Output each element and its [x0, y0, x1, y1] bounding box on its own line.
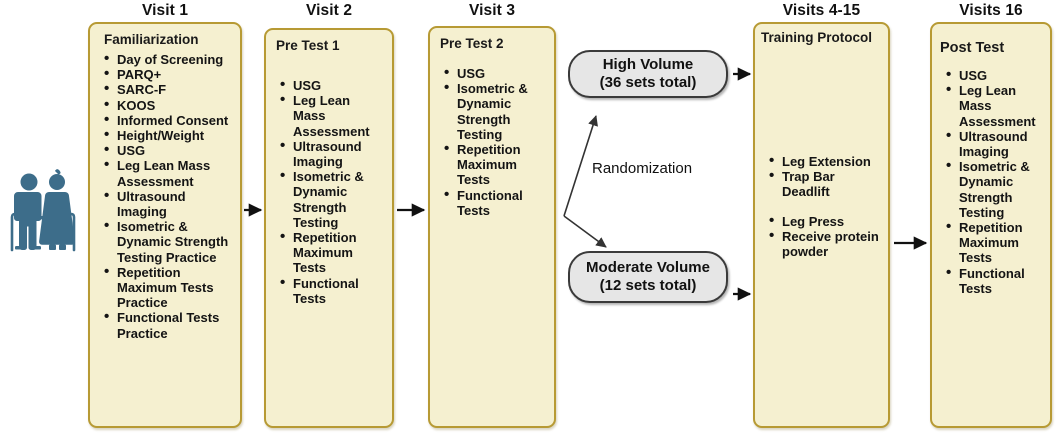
list-item: Functional Tests	[444, 187, 548, 218]
column-header-visit-2: Visit 2	[305, 2, 353, 19]
list-item: Isometric & Dynamic Strength Testing	[946, 158, 1044, 220]
column-header-visit-1: Visit 1	[141, 2, 189, 19]
moderate-volume-line1: Moderate Volume	[586, 258, 710, 276]
list-item: Functional Tests Practice	[104, 309, 234, 340]
card-list-visits-4-15: Leg Extension Trap Bar Deadlift Leg Pres…	[755, 153, 888, 259]
card-list-visit-1: Day of Screening PARQ+ SARC-F KOOS Infor…	[90, 51, 240, 341]
card-title-visit-3: Pre Test 2	[440, 36, 504, 51]
list-item: Ultrasound Imaging	[280, 138, 386, 169]
list-item: Height/Weight	[104, 127, 234, 143]
list-item: Isometric & Dynamic Strength Testing	[280, 168, 386, 230]
list-item: Informed Consent	[104, 112, 234, 128]
high-volume-line1: High Volume	[602, 55, 694, 73]
moderate-volume-line2: (12 sets total)	[599, 277, 697, 294]
list-item: Leg Extension	[769, 153, 882, 169]
randomization-label: Randomization	[592, 160, 693, 177]
column-header-visits-4-15: Visits 4-15	[782, 2, 861, 19]
column-header-visit-3: Visit 3	[468, 2, 516, 19]
list-item: Receive protein powder	[769, 228, 882, 259]
list-item: USG	[280, 77, 386, 93]
list-item: Trap Bar Deadlift	[769, 168, 882, 199]
card-list-visit-3: USG Isometric & Dynamic Strength Testing…	[430, 65, 554, 218]
list-item: SARC-F	[104, 81, 234, 97]
list-item: Leg Press	[769, 213, 882, 229]
list-item: Day of Screening	[104, 51, 234, 67]
list-item: Isometric & Dynamic Strength Testing Pra…	[104, 218, 234, 265]
list-item: Repetition Maximum Tests Practice	[104, 264, 234, 311]
card-visit-3[interactable]: Pre Test 2 USG Isometric & Dynamic Stren…	[428, 26, 556, 428]
card-list-visits-16: USG Leg Lean Mass Assessment Ultrasound …	[932, 67, 1050, 296]
elderly-couple-icon	[8, 168, 78, 258]
list-item: Functional Tests	[946, 265, 1044, 296]
card-title-visit-2: Pre Test 1	[276, 38, 340, 53]
card-list-visit-2: USG Leg Lean Mass Assessment Ultrasound …	[266, 77, 392, 306]
card-visits-4-15[interactable]: Training Protocol Leg Extension Trap Bar…	[753, 22, 890, 428]
list-item: Leg Lean Mass Assessment	[946, 82, 1044, 129]
list-item: Leg Lean Mass Assessment	[104, 157, 234, 188]
list-item: USG	[946, 67, 1044, 83]
list-item: PARQ+	[104, 66, 234, 82]
card-title-visits-16: Post Test	[940, 40, 1005, 56]
high-volume-line2: (36 sets total)	[599, 74, 697, 91]
list-item: USG	[104, 142, 234, 158]
column-header-visits-16: Visits 16	[959, 2, 1023, 19]
card-visits-16[interactable]: Post Test USG Leg Lean Mass Assessment U…	[930, 22, 1052, 428]
list-item: Leg Lean Mass Assessment	[280, 92, 386, 139]
list-item: KOOS	[104, 97, 234, 113]
card-title-visit-1: Familiarization	[104, 32, 199, 47]
list-item: Repetition Maximum Tests	[280, 229, 386, 276]
card-visit-2[interactable]: Pre Test 1 USG Leg Lean Mass Assessment …	[264, 28, 394, 428]
list-item: Ultrasound Imaging	[104, 188, 234, 219]
list-item: USG	[444, 65, 548, 81]
group-moderate-volume[interactable]: Moderate Volume (12 sets total)	[568, 251, 728, 303]
card-title-visits-4-15: Training Protocol	[761, 30, 873, 45]
list-item: Repetition Maximum Tests	[444, 141, 548, 188]
list-item: Functional Tests	[280, 275, 386, 306]
list-item: Isometric & Dynamic Strength Testing	[444, 80, 548, 142]
card-visit-1[interactable]: Familiarization Day of Screening PARQ+ S…	[88, 22, 242, 428]
group-high-volume[interactable]: High Volume (36 sets total)	[568, 50, 728, 98]
list-item: Repetition Maximum Tests	[946, 219, 1044, 266]
list-item: Ultrasound Imaging	[946, 128, 1044, 159]
